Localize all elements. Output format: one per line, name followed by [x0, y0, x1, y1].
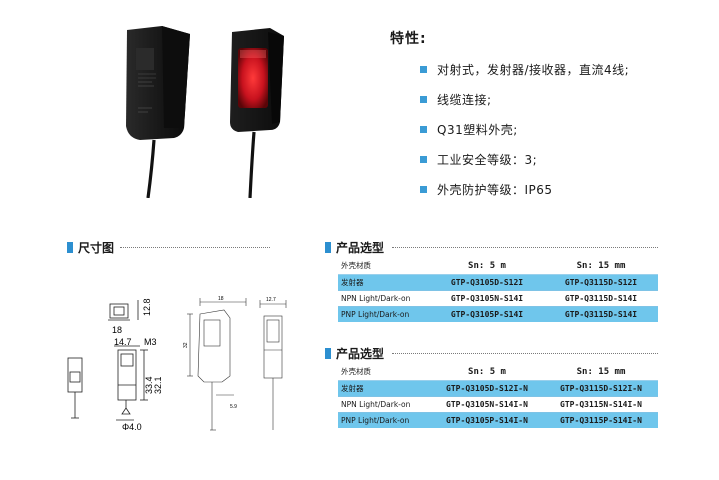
svg-text:Φ4.0: Φ4.0 [122, 422, 142, 432]
svg-text:5.9: 5.9 [230, 404, 237, 410]
feature-item: 线缆连接; [420, 84, 629, 114]
table-header-row: 外壳材质 Sn: 5 m Sn: 15 mm [338, 258, 658, 275]
table1-title: 产品选型 [336, 241, 385, 255]
bullet-icon [420, 65, 427, 73]
bullet-icon [420, 95, 427, 103]
section-divider [392, 247, 658, 248]
svg-text:32.1: 32.1 [153, 376, 163, 394]
bullet-icon [420, 155, 427, 163]
section-divider [392, 353, 658, 354]
section-marker-icon [325, 348, 331, 359]
svg-text:12.7: 12.7 [266, 297, 276, 303]
table-row: PNP Light/Dark-on GTP-Q3105P-S14I-N GTP-… [338, 412, 658, 428]
product-table-1: 外壳材质 Sn: 5 m Sn: 15 mm 发射器 GTP-Q3105D-S1… [338, 258, 658, 322]
product-table-2: 外壳材质 Sn: 5 m Sn: 15 mm 发射器 GTP-Q3105D-S1… [338, 364, 658, 428]
bullet-icon [420, 125, 427, 133]
bullet-icon [420, 185, 427, 193]
svg-text:18: 18 [112, 325, 122, 335]
table1-header: 产品选型 [325, 239, 384, 256]
feature-item: 工业安全等级：3; [420, 144, 629, 174]
section-marker-icon [67, 242, 73, 253]
svg-text:M3: M3 [144, 337, 157, 347]
feature-item: Q31塑料外壳; [420, 114, 629, 144]
dimension-drawing-right: 18 12.7 32 5.9 [183, 296, 287, 431]
svg-text:18: 18 [218, 296, 224, 302]
table-row: NPN Light/Dark-on GTP-Q3105N-S14I-N GTP-… [338, 395, 658, 413]
features-title: 特性: [390, 31, 427, 47]
table-row: 发射器 GTP-Q3105D-S12I-N GTP-Q3115D-S12I-N [338, 380, 658, 396]
table-row: 发射器 GTP-Q3105D-S12I GTP-Q3115D-S12I [338, 274, 658, 290]
section-marker-icon [325, 242, 331, 253]
table2-header: 产品选型 [325, 345, 384, 362]
dimensions-header: 尺寸图 [67, 239, 114, 256]
svg-text:12.8: 12.8 [142, 298, 152, 316]
svg-text:33.4: 33.4 [144, 376, 154, 394]
table2-title: 产品选型 [336, 347, 385, 361]
svg-text:32: 32 [183, 342, 189, 348]
svg-text:14.7: 14.7 [114, 337, 132, 347]
table-header-row: 外壳材质 Sn: 5 m Sn: 15 mm [338, 364, 658, 381]
dimension-drawing-left: 18 12.8 14.7 M3 33.4 32.1 Φ4.0 [67, 298, 163, 432]
table-row: PNP Light/Dark-on GTP-Q3105P-S14I GTP-Q3… [338, 306, 658, 322]
feature-item: 外壳防护等级：IP65 [420, 174, 629, 204]
section-divider [120, 247, 270, 248]
features-list: 对射式，发射器/接收器，直流4线; 线缆连接; Q31塑料外壳; 工业安全等级：… [420, 54, 629, 204]
dimensions-title: 尺寸图 [78, 241, 115, 255]
table-row: NPN Light/Dark-on GTP-Q3105N-S14I GTP-Q3… [338, 289, 658, 307]
feature-item: 对射式，发射器/接收器，直流4线; [420, 54, 629, 84]
product-photo [112, 18, 312, 199]
